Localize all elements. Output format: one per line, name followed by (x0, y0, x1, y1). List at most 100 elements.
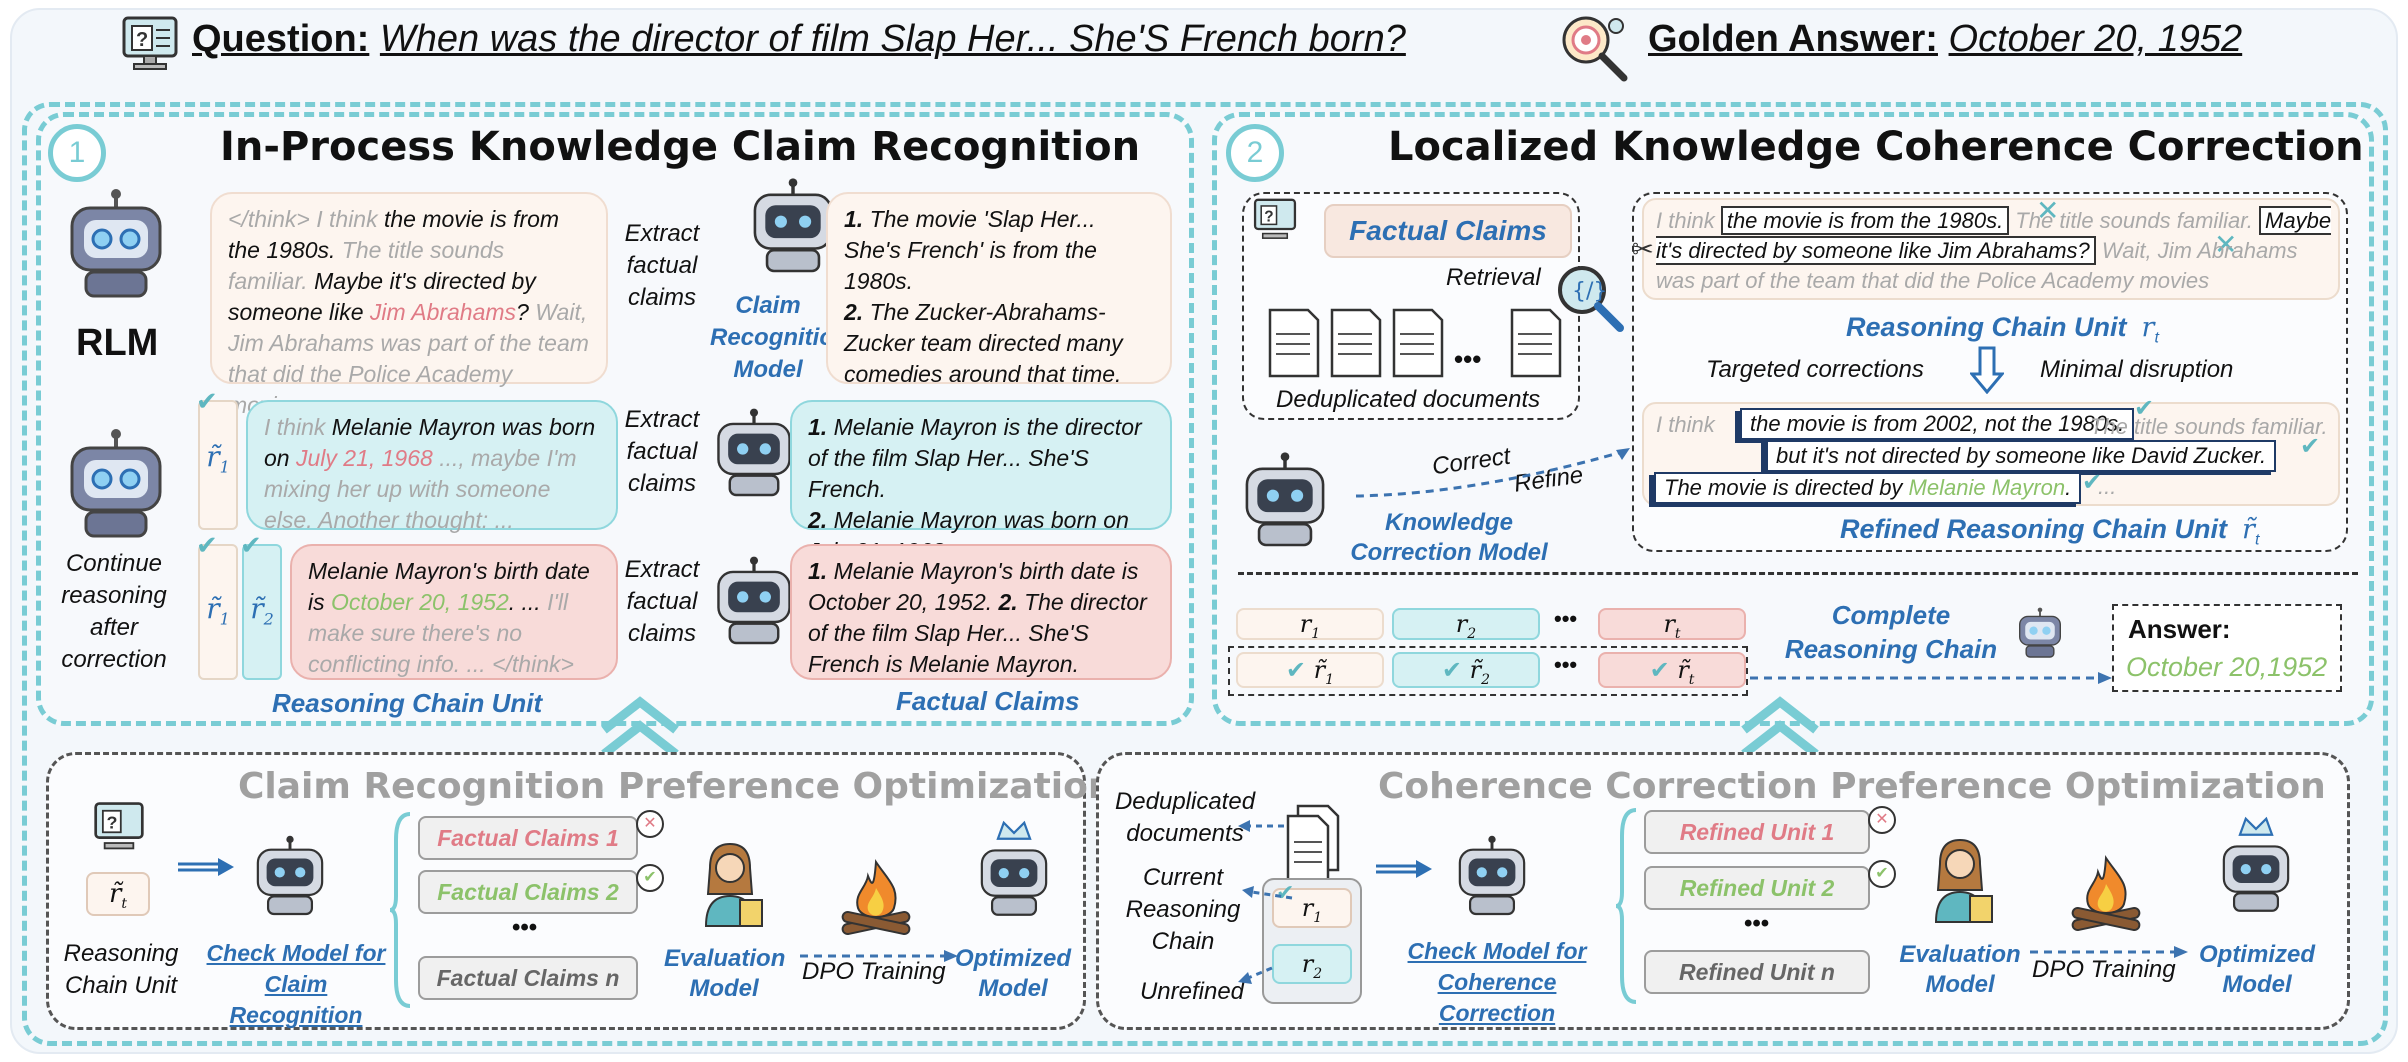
eval-model-label-left: Evaluation Model (664, 945, 786, 1002)
question-line: Question: When was the director of film … (192, 18, 1406, 61)
divider (1238, 572, 2358, 575)
question-icon: ? (120, 14, 180, 72)
unit-bottom-g3: ... (2098, 474, 2117, 499)
bottom-left-title: Claim Recognition Preference Optimizatio… (238, 766, 1114, 807)
check-icon: ✔ (1649, 656, 1670, 684)
refined-claim-3: The movie is directed by Melanie Mayron. (1654, 472, 2082, 504)
claims-bubble-3: 1. Melanie Mayron's birth date is Octobe… (790, 544, 1172, 680)
section1-title: In-Process Knowledge Claim Recognition (220, 124, 1141, 170)
refined-unit-n: Refined Unit n (1644, 950, 1870, 994)
optimized-label-right: Optimized Model (2198, 941, 2315, 998)
dpo-arrow-right (2030, 944, 2190, 960)
kcm-label: Knowledge Correction Model (1350, 509, 1548, 566)
brace (388, 810, 414, 1010)
factual-claims-box: Factual Claims (1324, 204, 1572, 258)
reasoning-bubble-2: I think Melanie Mayron was born on July … (246, 400, 618, 533)
golden-answer-line: Golden Answer: October 20, 1952 (1648, 18, 2242, 61)
current-chain-label: Current Reasoning Chain (1125, 864, 1241, 955)
answer-label: Answer: (2128, 614, 2231, 644)
claim-robot-icon (748, 176, 838, 276)
unit-tag-r1-a: r̃1 (198, 400, 238, 530)
refined-unit-1: Refined Unit 1 (1644, 810, 1870, 854)
golden-label: Golden Answer: (1648, 18, 1938, 60)
svg-text:?: ? (136, 29, 148, 51)
claim-robot-icon-3 (712, 554, 796, 648)
minimal-label: Minimal disruption (2040, 356, 2234, 383)
factual-claims-1: Factual Claims 1 (418, 816, 638, 860)
factual-claims-2: Factual Claims 2 (418, 870, 638, 914)
fire-icon (2066, 854, 2146, 934)
fire-icon (836, 858, 916, 938)
answer-arrow (1750, 670, 2114, 686)
claim-model-label: Claim Recognition Model (710, 292, 849, 383)
targeted-label: Targeted corrections (1706, 356, 1924, 383)
dpo-label-right: DPO Training (2032, 956, 2176, 983)
answer-value: October 20,1952 (2126, 652, 2328, 682)
unit-bottom-g1: I think (1656, 412, 1715, 437)
dedup-label: Deduplicated documents (1114, 788, 1256, 847)
chain-top-r1: r1 (1236, 608, 1384, 642)
current-r2: r2 (1272, 944, 1352, 984)
cross-icon: ✕ (2214, 229, 2238, 260)
documents-icon (1280, 804, 1350, 884)
bottom-right-title: Coherence Correction Preference Optimiza… (1378, 766, 2326, 807)
dpo-arrow-left (800, 948, 960, 964)
claims-bubble-2: 1. Melanie Mayron is the director of the… (790, 400, 1172, 564)
docs-ellipsis: ••• (1454, 344, 1482, 374)
correction-robot-icon (1240, 450, 1330, 550)
chain-top-ellipsis: ••• (1554, 606, 1578, 631)
question-label: Question: (192, 18, 370, 60)
refined-label: Refined Reasoning Chain Unit r̃t (1840, 514, 2260, 549)
check-model-robot-icon (252, 834, 328, 918)
rcu-label: Reasoning Chain Unit rt (1846, 312, 2159, 347)
check-icon: ✔ (1441, 656, 1463, 684)
section1-footer-left: Reasoning Chain Unit (272, 688, 543, 718)
continue-robot-icon (64, 428, 168, 540)
scissors-icon: ✂ (1632, 234, 1654, 264)
cross-icon: ✕ (636, 810, 664, 838)
question-icon: ? (1252, 196, 1298, 242)
refined-claim-2: but it's not directed by someone like Da… (1766, 440, 2277, 472)
svg-text:{/}: {/} (1572, 279, 1607, 304)
refined-claim-1: the movie is from 2002, not the 1980s. (1740, 408, 2135, 440)
claim-robot-icon-2 (712, 406, 796, 500)
bottom-left-unit-label: Reasoning Chain Unit (63, 940, 179, 999)
bottom-right-arrows (1234, 818, 1294, 988)
dedup-docs-label: Deduplicated documents (1276, 386, 1541, 413)
current-r1: r1 (1272, 888, 1352, 928)
check-model-robot-icon-2 (1454, 834, 1530, 918)
golden-text: October 20, 1952 (1948, 18, 2243, 60)
unit-tag-r2: r̃2 (242, 544, 282, 680)
extract-label-1: Extract factual claims (624, 220, 700, 311)
units-ellipsis: ••• (1744, 910, 1770, 937)
section2-number: 2 (1226, 124, 1284, 182)
question-icon: ? (92, 800, 146, 852)
reasoning-bubble-1: </think> I think the movie is from the 1… (210, 192, 608, 418)
evaluator-person-icon (1926, 834, 1996, 924)
section1-footer-right: Factual Claims (896, 686, 1080, 716)
check-model-label-left: Check Model for Claim Recognition (206, 940, 386, 1028)
chain-bot-rt: ✔ r̃t (1598, 652, 1746, 688)
check-icon: ✔ (2300, 433, 2321, 460)
down-arrow-icon (1970, 346, 2004, 394)
magnifier-target-icon (1558, 12, 1630, 84)
arrow-right-icon (1374, 858, 1434, 880)
factual-claims-n: Factual Claims n (418, 956, 638, 1000)
section1-number: 1 (48, 124, 106, 182)
evaluator-person-icon (696, 838, 766, 928)
chain-bot-r2: ✔ r̃2 (1392, 652, 1540, 688)
chain-bottom-frame (1228, 646, 1748, 696)
complete-chain-label: Complete Reasoning Chain (1784, 600, 1998, 664)
claims-ellipsis: ••• (512, 914, 538, 941)
rlm-label: RLM (76, 322, 159, 364)
magnifier-icon: {/} (1554, 262, 1626, 334)
reasoning-bubble-3: Melanie Mayron's birth date is October 2… (290, 544, 618, 680)
svg-text:?: ? (106, 813, 117, 833)
check-icon: ✔ (196, 530, 218, 560)
small-robot-icon (2016, 606, 2064, 660)
extract-label-2: Extract factual claims (624, 406, 700, 497)
documents-icon (1262, 300, 1562, 380)
outer-dashed-frame (22, 102, 2388, 1046)
check-icon: ✔ (196, 386, 218, 416)
chain-top-rt: rt (1598, 608, 1746, 642)
